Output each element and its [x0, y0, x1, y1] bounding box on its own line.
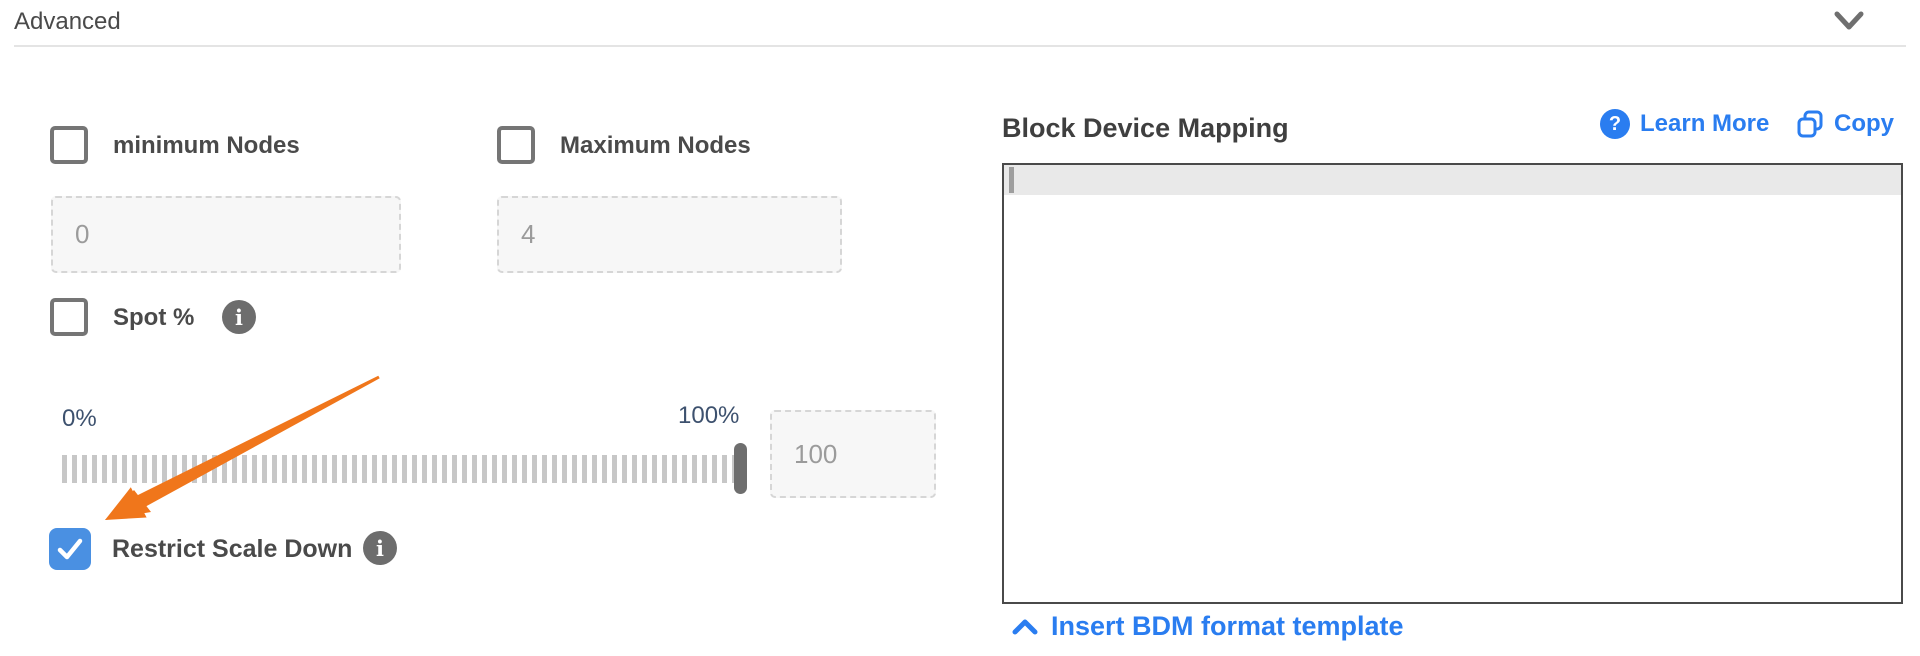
minimum-nodes-input[interactable]	[51, 196, 401, 273]
maximum-nodes-input[interactable]	[497, 196, 842, 273]
section-divider	[14, 45, 1906, 47]
spot-percent-input[interactable]	[770, 410, 936, 498]
spot-info-icon[interactable]: i	[222, 300, 256, 334]
chevron-down-icon[interactable]	[1834, 10, 1864, 32]
copy-button[interactable]: Copy	[1796, 109, 1894, 139]
section-title-advanced: Advanced	[14, 8, 121, 35]
editor-active-line	[1004, 165, 1901, 195]
slider-min-label: 0%	[62, 405, 97, 432]
editor-text-cursor	[1009, 167, 1014, 193]
spot-percent-slider-track[interactable]	[62, 455, 746, 483]
minimum-nodes-checkbox[interactable]	[50, 126, 88, 164]
minimum-nodes-label: minimum Nodes	[113, 132, 300, 159]
copy-label: Copy	[1834, 110, 1894, 137]
restrict-info-icon[interactable]: i	[363, 531, 397, 565]
block-device-mapping-editor[interactable]	[1002, 163, 1903, 604]
maximum-nodes-checkbox[interactable]	[497, 126, 535, 164]
spot-percent-slider-handle[interactable]	[734, 443, 747, 494]
spot-percent-label: Spot %	[113, 304, 195, 331]
spot-percent-checkbox[interactable]	[50, 298, 88, 336]
block-device-mapping-title: Block Device Mapping	[1002, 113, 1289, 143]
learn-more-link[interactable]: ? Learn More	[1600, 109, 1769, 139]
maximum-nodes-label: Maximum Nodes	[560, 132, 751, 159]
learn-more-label: Learn More	[1640, 110, 1770, 137]
insert-bdm-template-link[interactable]: Insert BDM format template	[1012, 611, 1404, 642]
chevron-up-icon	[1012, 619, 1038, 634]
slider-max-label: 100%	[678, 402, 740, 429]
restrict-scale-down-checkbox[interactable]	[49, 528, 91, 570]
question-circle-icon: ?	[1600, 109, 1630, 139]
restrict-scale-down-label: Restrict Scale Down	[112, 535, 353, 563]
insert-bdm-template-label: Insert BDM format template	[1051, 611, 1404, 641]
checkmark-icon	[57, 538, 83, 560]
copy-icon	[1797, 110, 1823, 138]
